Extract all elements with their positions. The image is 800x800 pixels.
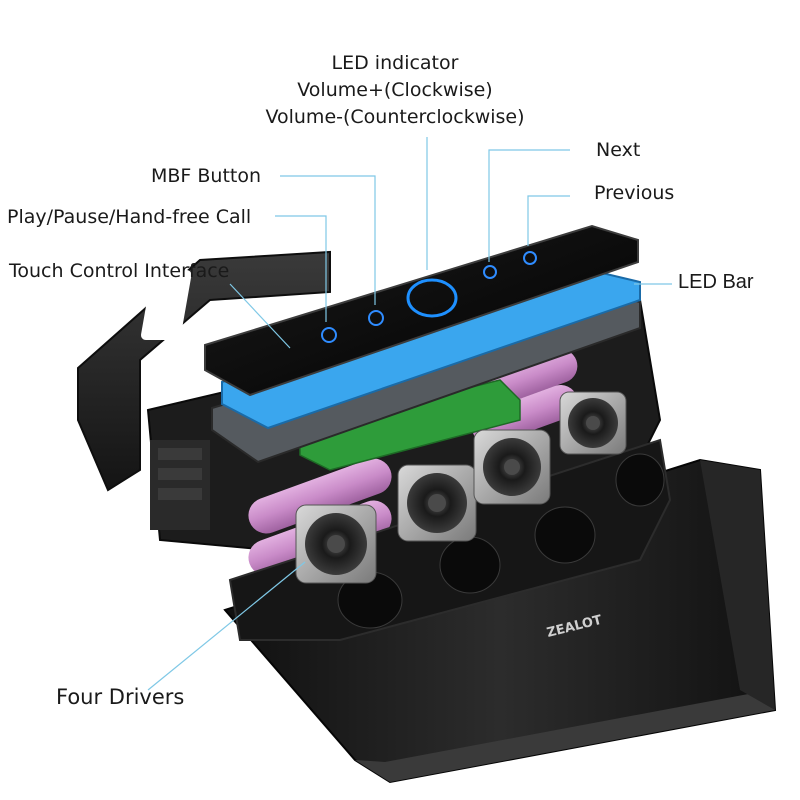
callout-line-four-drivers [147,561,306,691]
next-icon [483,265,497,279]
pcb-board [299,379,521,471]
mbf-button-label: MBF Button [151,165,262,187]
led-bar-label: LED Bar [678,271,754,293]
volume-plus-label: Volume+(Clockwise) [297,79,493,101]
previous-label: Previous [594,182,675,204]
back-housing [77,250,331,492]
previous-icon [523,251,537,265]
callout-line-touch-control [229,283,291,349]
callout-line-previous [527,195,570,246]
mbf-icon [368,310,384,326]
touch-control-panel [204,224,639,397]
driver-1 [295,504,377,584]
next-label: Next [596,139,641,161]
driver-2 [397,464,477,542]
driver-3 [473,429,551,505]
touch-control-label: Touch Control Interface [9,260,230,282]
driver-4 [559,391,627,455]
callout-line-play-pause [275,215,327,322]
led-indicator-label: LED indicator [331,52,459,74]
callout-lines [147,137,672,691]
play-pause-icon [321,327,337,343]
callout-line-next [488,149,570,262]
led-indicator-label-group: LED indicator Volume+(Clockwise) Volume-… [250,50,540,131]
led-indicator-ring [406,278,458,318]
play-pause-label: Play/Pause/Hand-free Call [7,206,252,228]
callout-line-mbf [280,175,376,305]
volume-minus-label: Volume-(Counterclockwise) [265,106,525,128]
four-drivers-label: Four Drivers [56,685,185,709]
